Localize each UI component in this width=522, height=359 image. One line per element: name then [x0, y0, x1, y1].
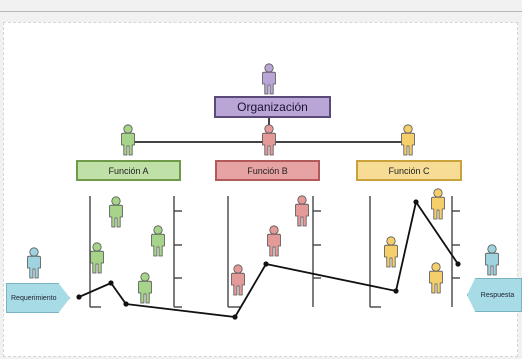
column-brackets: [89, 196, 460, 308]
person-icon: [231, 264, 245, 296]
person-icon: [151, 225, 165, 257]
requirement-input-arrow: Requerimiento: [6, 283, 70, 313]
function-b-box: Función B: [215, 160, 320, 181]
function-c-box: Función C: [356, 160, 462, 181]
slide-canvas: [3, 22, 518, 357]
column-a-bracket: [89, 196, 182, 308]
function-a-box: Función A: [76, 160, 181, 181]
person-icon: [109, 196, 123, 228]
person-icon: [429, 262, 443, 294]
column-c-bracket: [369, 196, 460, 308]
person-icon: [295, 195, 309, 227]
response-output-arrow: Respuesta: [467, 278, 522, 312]
person-icon: [90, 242, 104, 274]
person-icon: [485, 244, 499, 276]
person-icon: [267, 225, 281, 257]
organization-box: Organización: [214, 96, 331, 118]
person-icon: [138, 272, 152, 304]
person-icon: [401, 124, 415, 156]
process-path: [76, 199, 461, 320]
person-icon: [121, 124, 135, 156]
column-b-bracket: [227, 196, 321, 308]
person-icon: [431, 188, 445, 220]
person-icon: [384, 236, 398, 268]
person-icon: [27, 247, 41, 279]
person-icon: [262, 63, 276, 95]
person-icon: [262, 124, 276, 156]
top-divider: [0, 11, 522, 12]
